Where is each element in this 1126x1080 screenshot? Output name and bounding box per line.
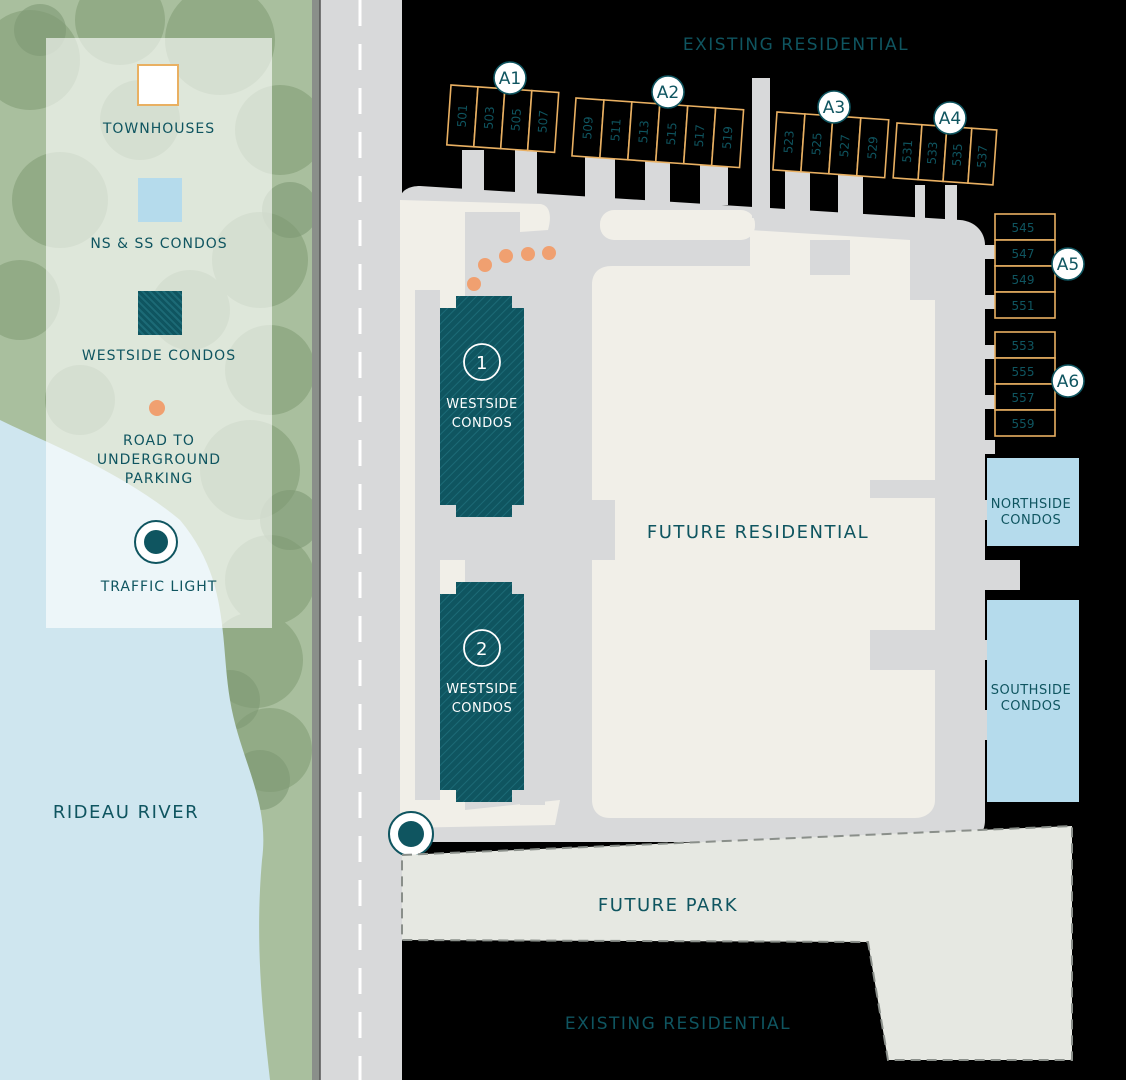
block-label-badge xyxy=(1051,364,1085,398)
townhouse-unit-number: 537 xyxy=(975,145,991,169)
townhouse-unit-number: 531 xyxy=(900,139,916,163)
block-label-a5: A5 xyxy=(1057,255,1079,275)
block-label-badge xyxy=(651,75,685,109)
townhouse-unit-number: 503 xyxy=(482,106,498,130)
future-park xyxy=(401,824,1073,1061)
legend-westside-condos-label: WESTSIDE CONDOS xyxy=(81,348,237,364)
townhouse-unit-number: 555 xyxy=(1012,365,1035,379)
legend-townhouses-label: TOWNHOUSES xyxy=(102,121,216,137)
underground-parking-road-dots xyxy=(467,246,556,291)
townhouse-unit-number: 559 xyxy=(1012,417,1035,431)
townhouse-block-a3: 523 525 527 529 xyxy=(772,111,890,179)
future-residential-parcel xyxy=(592,230,935,818)
townhouse-blocks: 501 503 505 507 A1 509 511 513 515 517 519 A2 523 525… xyxy=(445,61,1085,437)
westside-1-line2: CONDOS xyxy=(452,416,513,431)
townhouse-block-a4: 531 533 535 537 xyxy=(892,122,998,186)
townhouse-unit-number: 523 xyxy=(781,130,797,154)
legend-road-line-3: PARKING xyxy=(124,471,194,487)
block-label-a4: A4 xyxy=(939,109,961,129)
block-label-a6: A6 xyxy=(1057,372,1079,392)
townhouse-unit-number: 511 xyxy=(608,118,624,142)
westside-2-line2: CONDOS xyxy=(452,701,513,716)
block-label-a1: A1 xyxy=(499,69,521,89)
map-legend: TOWNHOUSES NS & SS CONDOS WESTSIDE CONDO… xyxy=(46,38,272,628)
block-label-a2: A2 xyxy=(657,83,679,103)
townhouse-unit xyxy=(967,127,998,186)
townhouse-unit-number: 549 xyxy=(1012,273,1035,287)
townhouse-unit-number: 515 xyxy=(664,122,680,146)
block-label-badge xyxy=(1051,247,1085,281)
block-label-badge xyxy=(817,90,851,124)
townhouse-block-a5: 545 547 549 551 xyxy=(994,213,1056,319)
townhouse-unit-number: 533 xyxy=(925,141,941,165)
westside-condos-swatch xyxy=(138,291,182,335)
legend-traffic-light-label: TRAFFIC LIGHT xyxy=(100,579,218,595)
townhouse-unit-number: 553 xyxy=(1012,339,1035,353)
westside-building-1 xyxy=(440,296,524,517)
townhouse-unit xyxy=(994,357,1056,385)
townhouse-unit-number: 551 xyxy=(1012,299,1035,313)
townhouse-unit-number: 547 xyxy=(1012,247,1035,261)
townhouse-unit xyxy=(710,106,745,169)
southside-condos-building xyxy=(987,600,1079,802)
townhouse-unit xyxy=(994,409,1056,437)
legend-ns-ss-condos-label: NS & SS CONDOS xyxy=(90,236,228,252)
block-label-badge xyxy=(493,61,527,95)
townhouse-unit xyxy=(994,213,1056,241)
townhouse-unit-number: 545 xyxy=(1012,221,1035,235)
westside-1-line1: WESTSIDE xyxy=(446,397,518,412)
townhouse-unit-number: 517 xyxy=(692,124,708,148)
townhouse-block-a1: 501 503 505 507 xyxy=(445,84,560,154)
townhouse-unit xyxy=(855,117,890,179)
townhouse-unit xyxy=(994,239,1056,267)
townhouse-unit-number: 509 xyxy=(580,116,596,140)
existing-residential-top-label: EXISTING RESIDENTIAL xyxy=(683,35,909,55)
townhouse-block-a6: 553 555 557 559 xyxy=(994,331,1056,437)
townhouse-unit xyxy=(994,265,1056,293)
westside-2-number: 2 xyxy=(476,639,488,660)
townhouse-unit-number: 501 xyxy=(455,104,471,128)
ns-ss-condos-swatch xyxy=(138,178,182,222)
legend-road-line-2: UNDERGROUND xyxy=(96,452,222,468)
block-label-a3: A3 xyxy=(823,98,845,118)
traffic-light-swatch xyxy=(134,520,178,564)
townhouse-unit-number: 513 xyxy=(636,120,652,144)
townhouse-unit-number: 507 xyxy=(535,110,551,134)
westside-1-number: 1 xyxy=(476,353,488,374)
townhouse-unit-number: 527 xyxy=(837,134,853,158)
townhouse-unit-number: 529 xyxy=(865,136,881,160)
townhouse-unit-number: 505 xyxy=(508,108,524,132)
townhouse-unit-number: 557 xyxy=(1012,391,1035,405)
future-residential-label: FUTURE RESIDENTIAL xyxy=(647,522,869,543)
northside-label-2: CONDOS xyxy=(1001,513,1062,528)
townhouse-unit xyxy=(526,89,560,154)
traffic-light-marker xyxy=(388,811,434,857)
legend-road-line-1: ROAD TO xyxy=(123,433,195,449)
townhouses-swatch xyxy=(137,64,179,106)
parking-road-dot-swatch xyxy=(149,400,165,416)
townhouse-block-a2: 509 511 513 515 517 519 xyxy=(571,97,745,169)
rideau-river-label: RIDEAU RIVER xyxy=(53,802,199,823)
southside-label-1: SOUTHSIDE xyxy=(991,683,1072,698)
townhouse-unit-number: 525 xyxy=(809,132,825,156)
existing-residential-bottom-label: EXISTING RESIDENTIAL xyxy=(565,1014,791,1034)
southside-label-2: CONDOS xyxy=(1001,699,1062,714)
river-bank-edge xyxy=(312,0,320,1080)
future-park-label: FUTURE PARK xyxy=(598,895,738,916)
townhouse-unit xyxy=(994,291,1056,319)
northside-label-1: NORTHSIDE xyxy=(991,497,1072,512)
townhouse-driveways xyxy=(462,78,1020,740)
townhouse-unit-number: 519 xyxy=(720,126,736,150)
westside-building-2 xyxy=(440,582,524,802)
block-label-badge xyxy=(933,101,967,135)
northside-condos-building xyxy=(987,458,1079,546)
westside-2-line1: WESTSIDE xyxy=(446,682,518,697)
townhouse-unit-number: 535 xyxy=(950,143,966,167)
